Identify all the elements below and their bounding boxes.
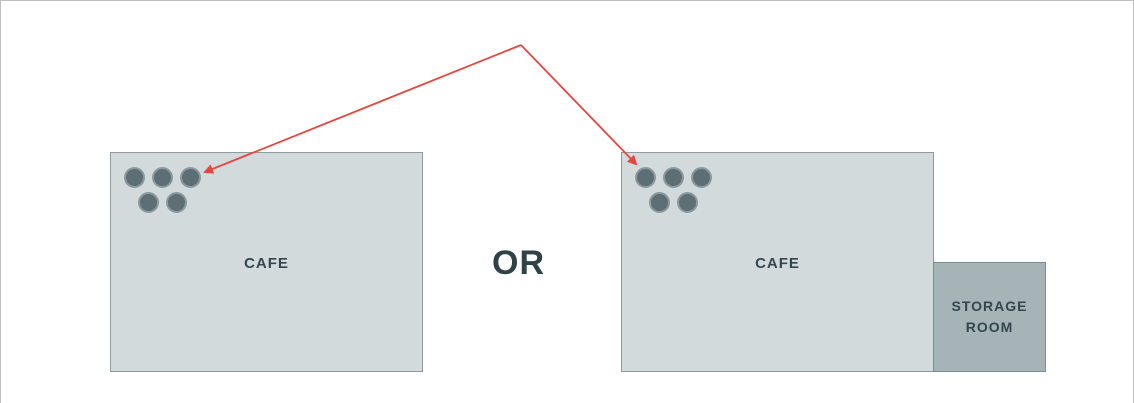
table-icon: [635, 167, 656, 188]
storage-label-line1: STORAGE: [951, 298, 1028, 314]
table-icon: [138, 192, 159, 213]
storage-label-line2: ROOM: [965, 319, 1014, 335]
table-icon: [649, 192, 670, 213]
cafe-room-left: CAFE: [110, 152, 423, 372]
arrow-to-left-tables: [203, 44, 522, 174]
arrow-to-right-tables: [520, 44, 638, 166]
table-icon: [663, 167, 684, 188]
table-icon: [124, 167, 145, 188]
table-icon: [152, 167, 173, 188]
or-separator: OR: [492, 244, 545, 282]
frame-border-left: [0, 0, 1, 403]
table-icon: [691, 167, 712, 188]
table-icon: [677, 192, 698, 213]
cafe-room-right: CAFE: [621, 152, 934, 372]
storage-room: STORAGE ROOM: [933, 262, 1046, 372]
cafe-label-left: CAFE: [244, 255, 289, 272]
table-icon: [166, 192, 187, 213]
storage-label: STORAGE ROOM: [934, 296, 1045, 338]
table-icon: [180, 167, 201, 188]
cafe-label-right: CAFE: [755, 255, 800, 272]
